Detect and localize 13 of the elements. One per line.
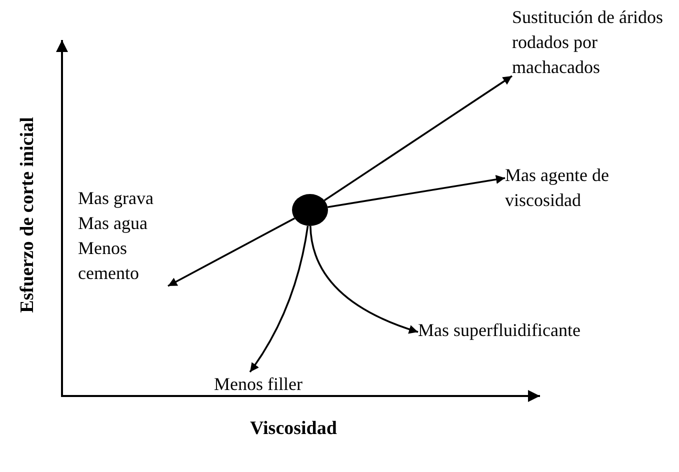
arrow	[310, 226, 418, 334]
effect-label: Mas grava Mas agua Menos cemento	[78, 186, 178, 286]
arrow	[328, 175, 506, 208]
effect-label: Menos filler	[214, 372, 336, 397]
arrow	[249, 226, 309, 373]
arrow	[168, 218, 296, 287]
axis-title: Viscosidad	[250, 418, 337, 440]
effect-label: Sustitución de áridos rodados por machacados	[512, 5, 679, 80]
axis-title: Esfuerzo de corte inicial	[16, 117, 39, 313]
arrow	[324, 75, 512, 202]
center-dot	[292, 194, 328, 226]
effect-label: Mas agente de viscosidad	[505, 163, 657, 213]
effect-label: Mas superfluidificante	[418, 318, 658, 343]
